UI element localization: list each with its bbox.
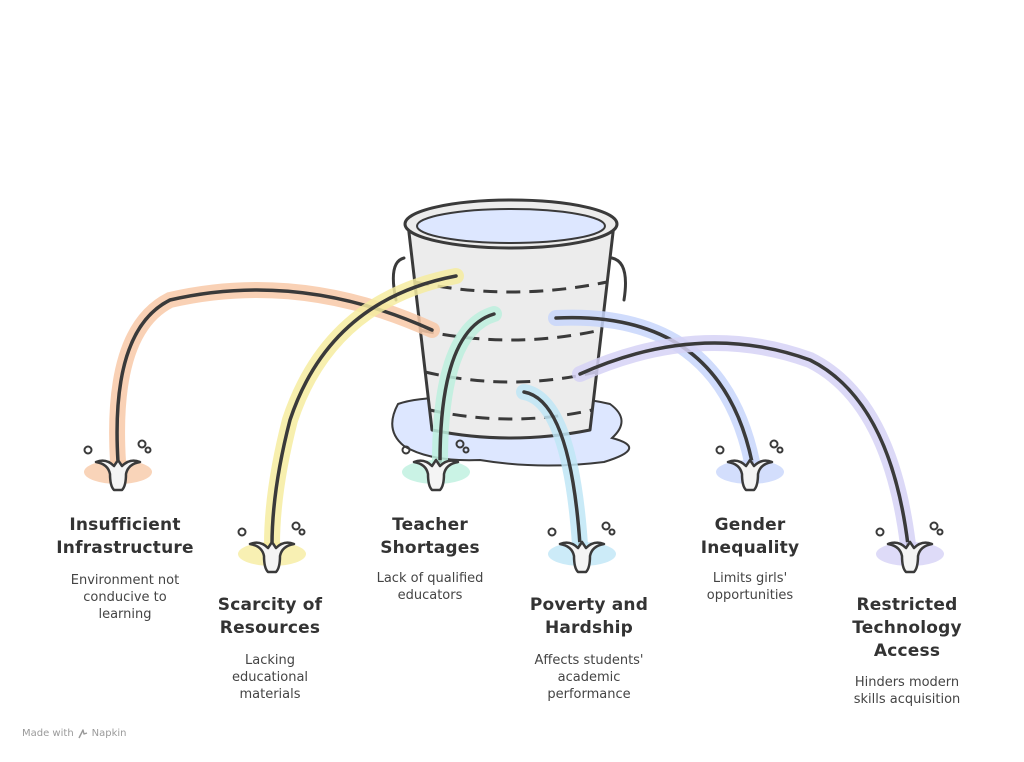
leak-title-insufficient-infrastructure: Insufficient Infrastructure: [56, 515, 194, 558]
leak-desc-gender-inequality: Limits girls' opportunities: [706, 571, 794, 603]
splash-icon: [715, 439, 784, 492]
leak-title-scarcity-of-resources: Scarcity of Resources: [217, 595, 323, 638]
leak-stream-icon: [578, 341, 910, 547]
leak-title-poverty-and-hardship: Poverty and Hardship: [529, 595, 649, 638]
leak-stream-glow-1: [109, 282, 440, 470]
napkin-logo-icon: [78, 728, 87, 738]
splash-icon: [83, 439, 152, 492]
leak-stream-icon: [115, 288, 434, 464]
leak-desc-teacher-shortages: Lack of qualified educators: [376, 571, 484, 603]
leak-streams: [109, 268, 916, 553]
splash-icon: [547, 521, 616, 574]
footer: Made with Napkin: [22, 728, 127, 739]
leak-desc-insufficient-infrastructure: Environment not conducive to learning: [70, 573, 180, 622]
leak-desc-restricted-technology-access: Hinders modern skills acquisition: [853, 675, 961, 707]
splash-icon: [401, 439, 470, 492]
splash-icon: [237, 521, 306, 574]
leak-stream-icon: [270, 274, 458, 547]
footer-made-with: Made with: [22, 728, 74, 739]
leak-title-gender-inequality: Gender Inequality: [700, 515, 800, 558]
leak-stream-icon: [522, 390, 582, 547]
leak-title-teacher-shortages: Teacher Shortages: [380, 515, 480, 558]
leak-desc-poverty-and-hardship: Affects students' academic performance: [534, 653, 644, 702]
footer-brand: Napkin: [91, 728, 127, 739]
leak-desc-scarcity-of-resources: Lacking educational materials: [231, 653, 309, 702]
splash-icon: [875, 521, 944, 574]
leak-title-restricted-technology-access: Restricted Technology Access: [852, 595, 962, 661]
splashes: [83, 439, 944, 574]
leak-stream-icon: [438, 312, 496, 464]
